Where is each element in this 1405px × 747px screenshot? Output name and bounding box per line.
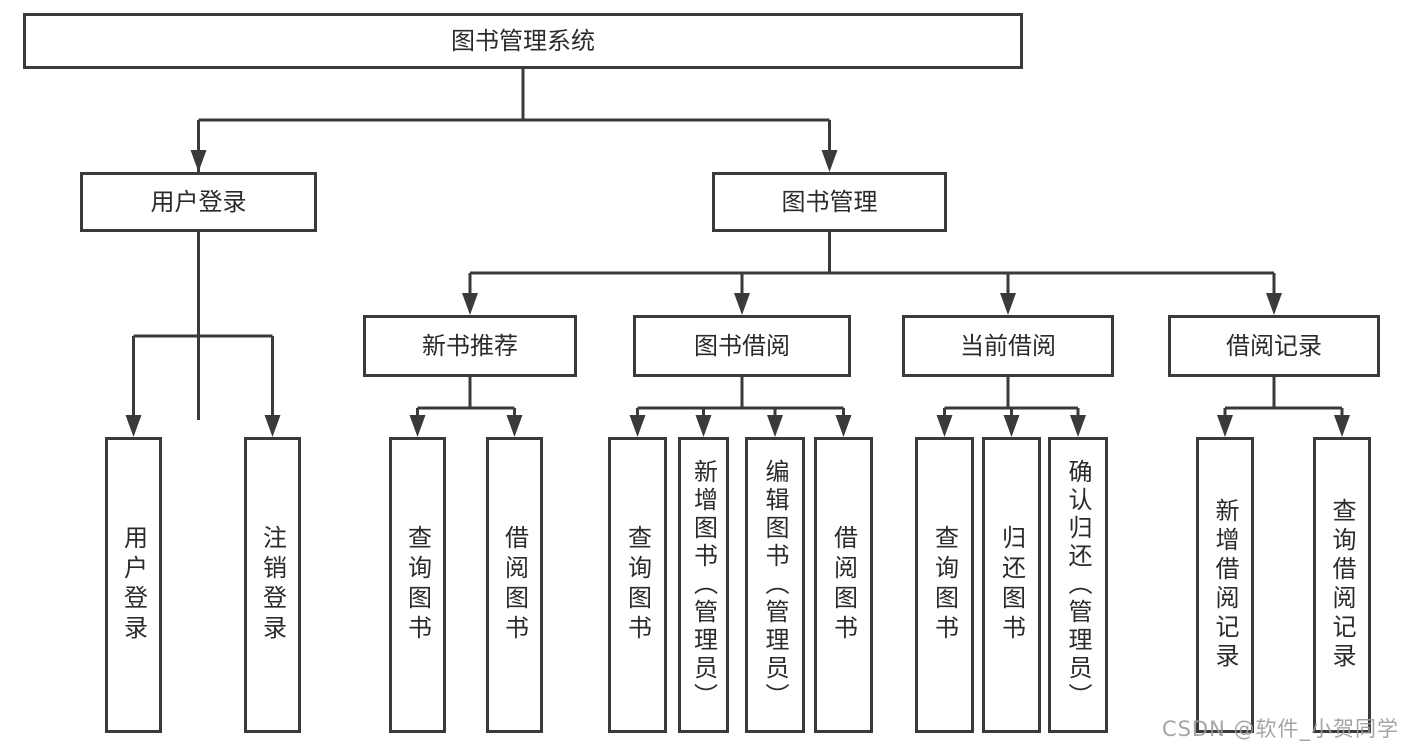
arrowhead-icon: [1000, 293, 1016, 315]
arrowhead-icon: [125, 415, 142, 437]
node-user-login: 用户登录: [80, 172, 317, 232]
node-borrowing-records: 借阅记录: [1168, 315, 1380, 377]
node-book-management: 图书管理: [712, 172, 947, 232]
node-label: 当前借阅: [960, 332, 1056, 360]
connector-user-login-children: [132, 232, 274, 422]
arrowhead-icon: [264, 415, 281, 437]
node-label: 查询借阅记录: [1328, 498, 1356, 672]
csdn-watermark: CSDN @软件_小贺同学: [1161, 717, 1399, 741]
leaf-user-login: 用户登录: [105, 437, 162, 733]
arrowhead-icon: [767, 415, 783, 437]
node-book-borrowing: 图书借阅: [633, 315, 851, 377]
node-label: 新书推荐: [422, 332, 518, 360]
connector-root-to-level2: [197, 69, 831, 420]
leaf-edit-books-admin: 编辑图书（管理员）: [745, 437, 805, 733]
arrowhead-icon: [734, 293, 750, 315]
leaf-add-borrow-record: 新增借阅记录: [1196, 437, 1254, 733]
arrowhead-icon: [190, 150, 207, 172]
node-label: 借阅记录: [1226, 332, 1322, 360]
leaf-query-borrow-record: 查询借阅记录: [1313, 437, 1371, 733]
arrowhead-icon: [835, 415, 852, 437]
connector-book-borrowing-children: [636, 377, 845, 422]
node-current-borrowing: 当前借阅: [902, 315, 1114, 377]
node-label: 借阅图书: [829, 525, 858, 645]
node-label: 用户登录: [119, 525, 148, 645]
arrowhead-icon: [462, 293, 478, 315]
node-label: 查询图书: [623, 525, 652, 645]
arrowhead-icon: [1217, 415, 1233, 437]
node-label: 图书管理系统: [451, 27, 595, 55]
leaf-query-books-borrowing: 查询图书: [608, 437, 667, 733]
node-label: 归还图书: [997, 525, 1026, 645]
node-label: 用户登录: [150, 188, 247, 216]
arrowhead-icon: [629, 415, 646, 437]
arrowhead-icon: [1334, 415, 1350, 437]
leaf-confirm-return-admin: 确认归还（管理员）: [1048, 437, 1108, 733]
connector-new-book-children: [416, 377, 516, 422]
connector-book-management-children: [468, 232, 1276, 300]
arrowhead-icon: [695, 415, 712, 437]
node-label: 新增图书（管理员）: [689, 459, 718, 711]
leaf-borrow-books: 借阅图书: [814, 437, 873, 733]
leaf-query-books-current: 查询图书: [915, 437, 974, 733]
arrowhead-icon: [936, 415, 953, 437]
node-label: 编辑图书（管理员）: [761, 459, 789, 711]
arrowhead-icon: [409, 415, 426, 437]
node-label: 确认归还（管理员）: [1064, 459, 1092, 711]
node-label: 图书管理: [781, 188, 878, 216]
node-root-library-management-system: 图书管理系统: [23, 13, 1023, 69]
connector-lines: [132, 69, 1344, 422]
node-new-book-recommend: 新书推荐: [363, 315, 577, 377]
node-label: 图书借阅: [694, 332, 790, 360]
leaf-return-books: 归还图书: [982, 437, 1041, 733]
arrowhead-icon: [1003, 415, 1020, 437]
node-label: 借阅图书: [500, 525, 529, 645]
leaf-add-books-admin: 新增图书（管理员）: [678, 437, 729, 733]
leaf-borrow-books-recommend: 借阅图书: [486, 437, 543, 733]
node-label: 查询图书: [930, 525, 959, 645]
arrowhead-icon: [821, 150, 838, 172]
arrowhead-icon: [1266, 293, 1282, 315]
connector-borrowing-records-children: [1223, 377, 1344, 422]
node-label: 新增借阅记录: [1211, 498, 1239, 672]
node-label: 注销登录: [258, 525, 287, 645]
node-label: 查询图书: [403, 525, 432, 645]
arrowhead-icon: [1070, 415, 1086, 437]
arrowheads: [125, 150, 1350, 437]
arrowhead-icon: [506, 415, 523, 437]
leaf-query-books-recommend: 查询图书: [389, 437, 446, 733]
leaf-logout: 注销登录: [244, 437, 301, 733]
